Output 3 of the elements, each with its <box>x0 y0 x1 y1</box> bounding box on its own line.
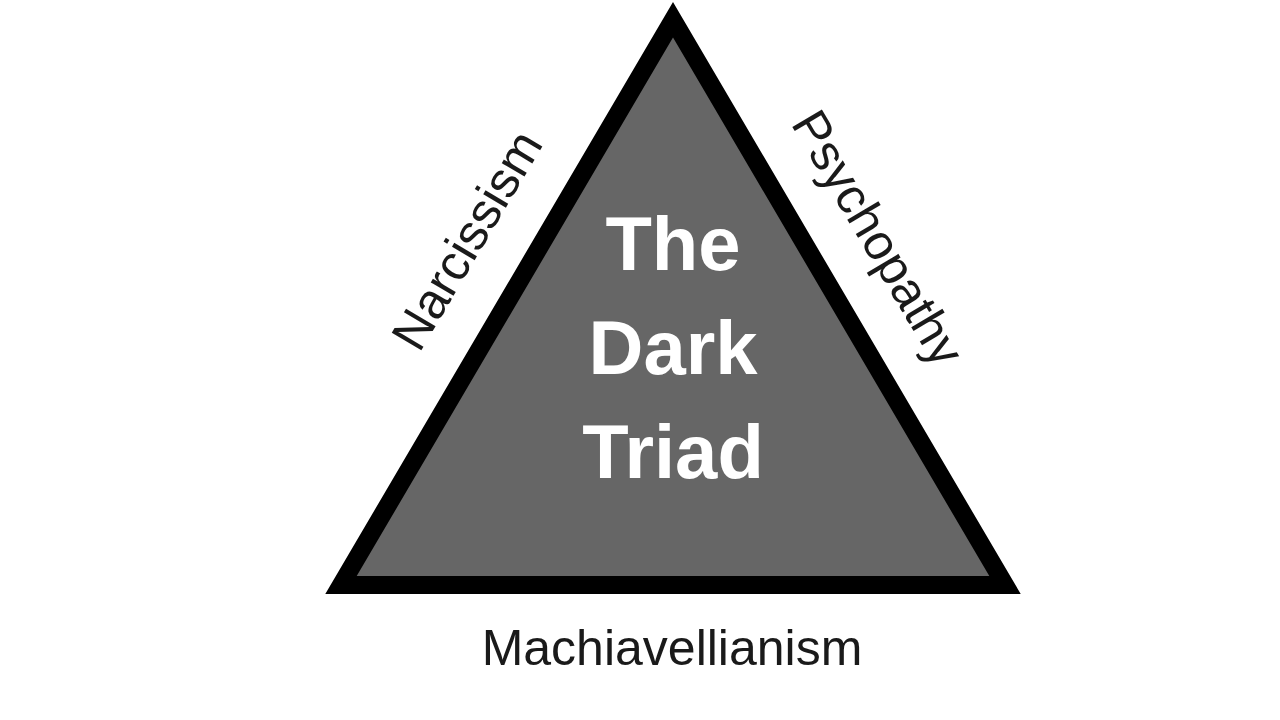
triangle <box>323 0 1023 594</box>
triangle-title: The Dark Triad <box>581 200 765 496</box>
side-label: Machiavellianism <box>481 623 863 673</box>
